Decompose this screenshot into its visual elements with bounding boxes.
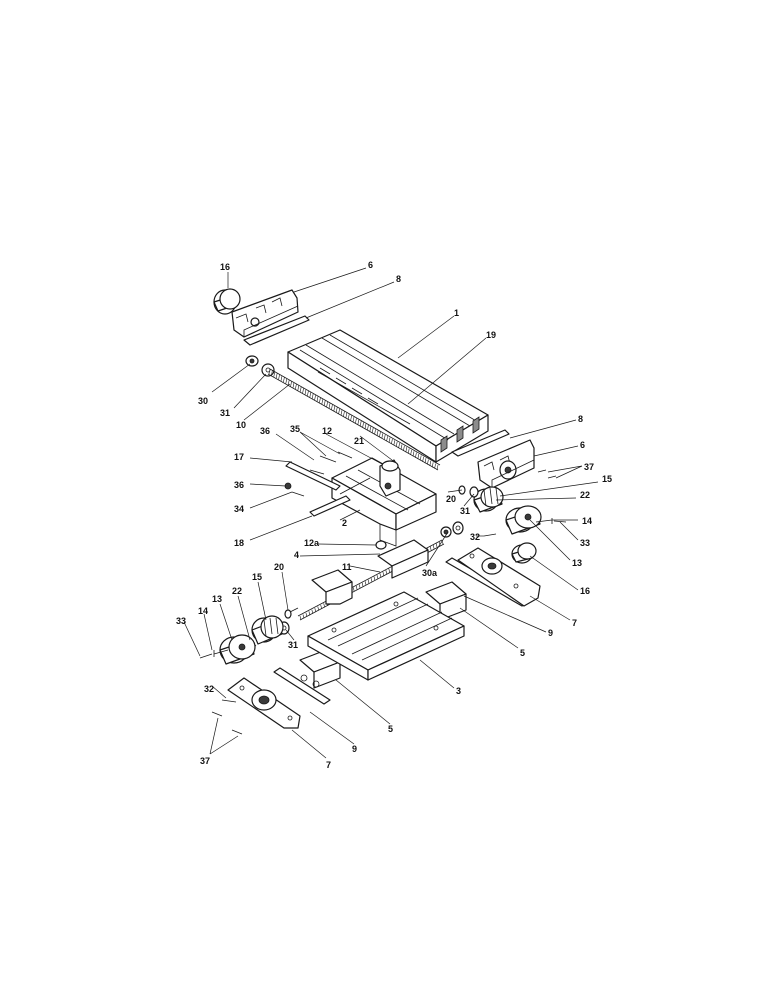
callout-9-left: 9 [352,744,357,754]
callout-34: 34 [234,504,244,514]
part-31-washer-mid [452,521,464,535]
callout-8-right: 8 [578,414,583,424]
callout-15-upper: 15 [602,474,612,484]
callout-31-mid: 31 [460,506,470,516]
callout-7-left: 7 [326,760,331,770]
part-14-handle-upper [535,518,553,524]
part-16-knob-right [511,542,537,564]
part-15-dial-lower [251,615,284,645]
callout-2: 2 [342,518,347,528]
part-20-key-lower [284,607,299,619]
part-37-screw-upper [537,469,557,479]
part-30-nut [245,355,259,367]
part-31-washer-top [261,363,275,377]
part-10-lead-screw [267,368,441,471]
part-13-handwheel-lower [219,634,256,665]
callout-30: 30 [198,396,208,406]
part-13-handwheel-upper [505,505,542,535]
callout-31-top: 31 [220,408,230,418]
callout-13-upper: 13 [572,558,582,568]
callout-30a: 30a [422,568,438,578]
callout-20-upper: 20 [446,494,456,504]
part-33-screw-lower [199,653,213,659]
callout-9-right: 9 [548,628,553,638]
part-8-top-gib [243,315,310,346]
callout-labels: 16 6 8 1 19 30 31 10 36 35 12 21 8 6 37 … [176,260,612,770]
part-4-wiper [377,539,429,579]
part-35-screws [319,451,353,463]
part-7-left-end-bracket [227,677,301,729]
callout-11: 11 [342,562,352,572]
callout-22-lower: 22 [232,586,242,596]
part-14-handle-lower [213,649,229,657]
callout-10: 10 [236,420,246,430]
part-12-nut-block [379,459,401,497]
part-33-screw-upper [553,520,567,523]
callout-8-top: 8 [396,274,401,284]
leader-lines [183,267,599,759]
callout-33-upper: 33 [580,538,590,548]
callout-15-lower: 15 [252,572,262,582]
part-1-t-slot-table [287,329,489,463]
part-3-base-plate [307,591,465,681]
part-17-left-gib [285,461,341,491]
part-6-top-bracket [231,289,299,338]
part-6-right-bracket [477,439,535,489]
part-36-screw-a [309,469,325,475]
callout-16-top: 16 [220,262,230,272]
callout-12: 12 [322,426,332,436]
callout-32-upper: 32 [470,532,480,542]
callout-16-right: 16 [580,586,590,596]
part-15-dial-upper [473,486,504,513]
callout-35: 35 [290,424,300,434]
callout-7-right: 7 [572,618,577,628]
callout-36-top: 36 [260,426,270,436]
part-37-screws-lower [211,711,243,735]
callout-21: 21 [354,436,364,446]
callout-37-lower: 37 [200,756,210,766]
callout-12a: 12a [304,538,320,548]
part-18-lower-gib [309,495,351,517]
callout-19: 19 [486,330,496,340]
callout-1: 1 [454,308,459,318]
part-5-block-upper-left [311,569,353,605]
part-8-right-gib [451,429,510,457]
callout-32-lower: 32 [204,684,214,694]
part-32-screw-left [221,699,237,703]
callout-6-top: 6 [368,260,373,270]
part-16-top-cap [213,288,241,315]
part-9-left-plate [273,667,331,705]
callout-6-right: 6 [580,440,585,450]
callout-4: 4 [294,550,299,560]
callout-17: 17 [234,452,244,462]
callout-37-upper: 37 [584,462,594,472]
part-12a-nut [375,540,387,550]
part-30a-nut [440,526,452,538]
callout-31-lower: 31 [288,640,298,650]
callout-33-lower: 33 [176,616,186,626]
callout-22-upper: 22 [580,490,590,500]
callout-3: 3 [456,686,461,696]
part-34-screw [291,491,305,497]
part-7-right-end-bracket [457,547,541,607]
callout-36-mid: 36 [234,480,244,490]
callout-13-lower: 13 [212,594,222,604]
part-32-screw-right [483,533,497,537]
callout-5-right: 5 [520,648,525,658]
part-31-washer-upper-right [469,486,479,498]
callout-14-lower: 14 [198,606,208,616]
callout-18: 18 [234,538,244,548]
callout-14-upper: 14 [582,516,592,526]
callout-5-lower: 5 [388,724,393,734]
callout-20-lower: 20 [274,562,284,572]
